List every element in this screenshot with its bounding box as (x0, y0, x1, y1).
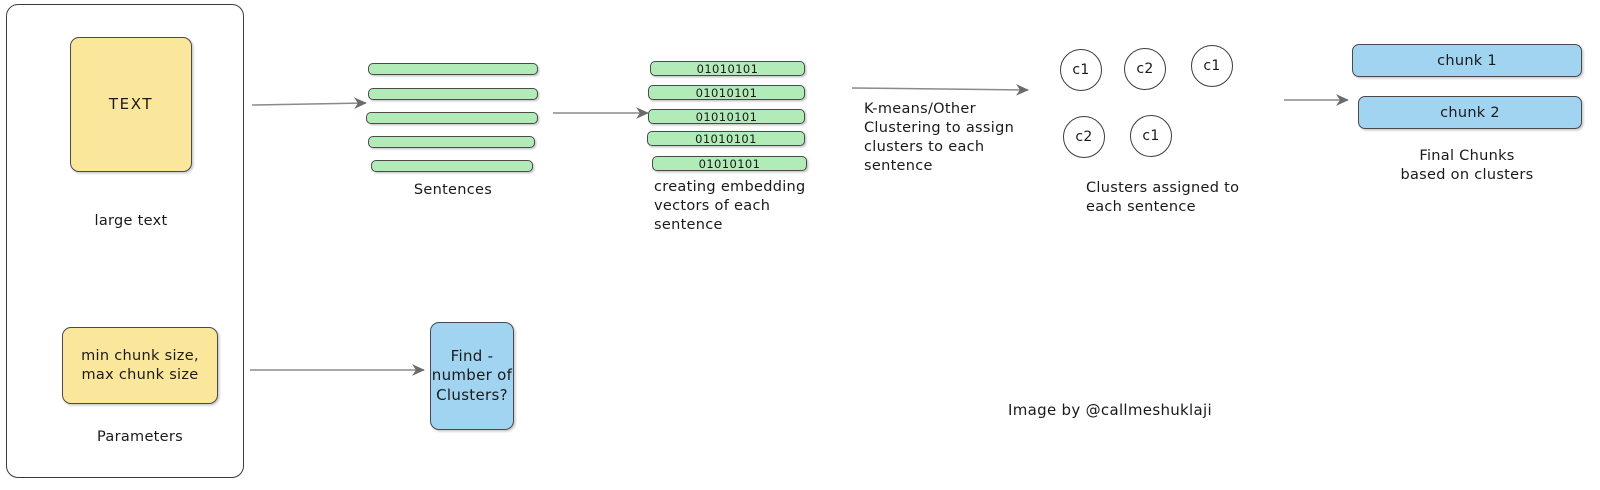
sentence-bar[interactable] (368, 88, 538, 100)
chunk-bar[interactable]: chunk 2 (1358, 96, 1582, 129)
sentence-bar[interactable] (366, 112, 538, 124)
chunk-bar[interactable]: chunk 1 (1352, 44, 1582, 77)
sentence-bar[interactable] (368, 136, 535, 148)
arrow-embeddings-to-clusters (851, 84, 1029, 96)
parameters-caption: Parameters (97, 429, 183, 445)
arrow-text-to-sentences (251, 97, 367, 110)
sentence-bar[interactable] (368, 63, 538, 75)
clustering-step-label: K-means/Other Clustering to assign clust… (864, 101, 1015, 175)
cluster-circle[interactable]: c2 (1124, 48, 1166, 90)
sentences-caption: Sentences (413, 182, 493, 198)
parameters-box[interactable]: min chunk size, max chunk size (62, 327, 218, 404)
image-credit: Image by @callmeshuklaji (1008, 401, 1212, 419)
text-box[interactable]: TEXT (70, 37, 192, 172)
embedding-bar[interactable]: 01010101 (650, 61, 805, 76)
cluster-circle[interactable]: c1 (1130, 115, 1172, 157)
embedding-bar[interactable]: 01010101 (647, 131, 805, 146)
embedding-bar[interactable]: 01010101 (648, 109, 805, 124)
clusters-caption: Clusters assigned to each sentence (1086, 180, 1240, 216)
embedding-bar[interactable]: 01010101 (648, 85, 805, 100)
embeddings-caption: creating embedding vectors of each sente… (654, 179, 806, 234)
embedding-bar[interactable]: 01010101 (652, 156, 807, 171)
sentence-bar[interactable] (371, 160, 533, 172)
cluster-circle[interactable]: c1 (1060, 49, 1102, 91)
final-chunks-caption: Final Chunks based on clusters (1400, 148, 1534, 184)
large-text-caption: large text (94, 213, 168, 229)
find-number-of-clusters-box[interactable]: Find - number of Clusters? (430, 322, 514, 430)
cluster-circle[interactable]: c2 (1063, 116, 1105, 158)
cluster-circle[interactable]: c1 (1191, 45, 1233, 87)
